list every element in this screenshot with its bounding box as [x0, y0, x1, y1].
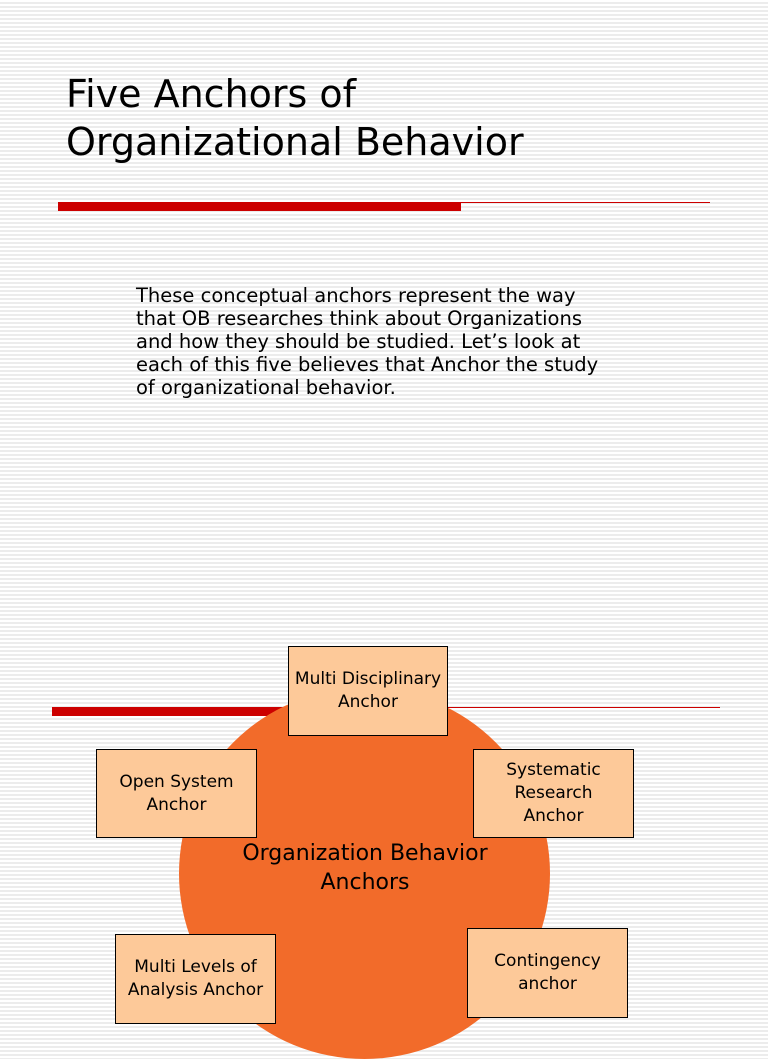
node-multi-disciplinary-line-2: Anchor — [338, 692, 398, 712]
node-systematic-research-line-2: Research — [514, 783, 593, 803]
intro-line-2: that OB researches think about Organizat… — [136, 307, 582, 330]
intro-line-4: each of this five believes that Anchor t… — [136, 353, 599, 376]
slide-title: Five Anchors of Organizational Behavior — [66, 70, 726, 166]
node-systematic-research-line-3: Anchor — [523, 806, 584, 826]
node-multi-disciplinary-line-1: Multi Disciplinary — [294, 669, 442, 689]
node-systematic-research-line-1: Systematic — [506, 760, 601, 780]
intro-paragraph: These conceptual anchors represent the w… — [136, 284, 676, 399]
hub-label-line-2: Anchors — [320, 870, 410, 895]
hub-label: Organization Behavior Anchors — [200, 839, 530, 897]
node-contingency-anchor: Contingency anchor — [467, 928, 628, 1018]
intro-line-3: and how they should be studied. Let’s lo… — [136, 330, 581, 353]
diagram-rule-thick — [52, 707, 282, 716]
title-underline-thin — [461, 202, 710, 203]
diagram-rule-thin — [282, 707, 720, 708]
title-underline-thick — [58, 202, 461, 211]
node-multi-levels-anchor: Multi Levels of Analysis Anchor — [115, 934, 276, 1024]
node-open-system-anchor: Open System Anchor — [96, 749, 257, 838]
node-open-system-line-2: Anchor — [146, 794, 207, 815]
node-systematic-research-anchor: Systematic Research Anchor — [473, 749, 634, 838]
slide-title-line-2: Organizational Behavior — [66, 120, 524, 164]
node-open-system-line-1: Open System — [119, 771, 234, 792]
node-multi-levels-line-1: Multi Levels of — [134, 957, 257, 977]
hub-label-line-1: Organization Behavior — [242, 841, 488, 866]
intro-line-1: These conceptual anchors represent the w… — [136, 284, 576, 307]
node-contingency-line-1: Contingency — [494, 951, 601, 971]
node-multi-levels-line-2: Analysis Anchor — [127, 980, 264, 1000]
slide-title-line-1: Five Anchors of — [66, 72, 357, 116]
intro-line-5: of organizational behavior. — [136, 376, 396, 399]
node-contingency-line-2: anchor — [518, 974, 577, 994]
node-multi-disciplinary-anchor: Multi Disciplinary Anchor — [288, 646, 448, 736]
